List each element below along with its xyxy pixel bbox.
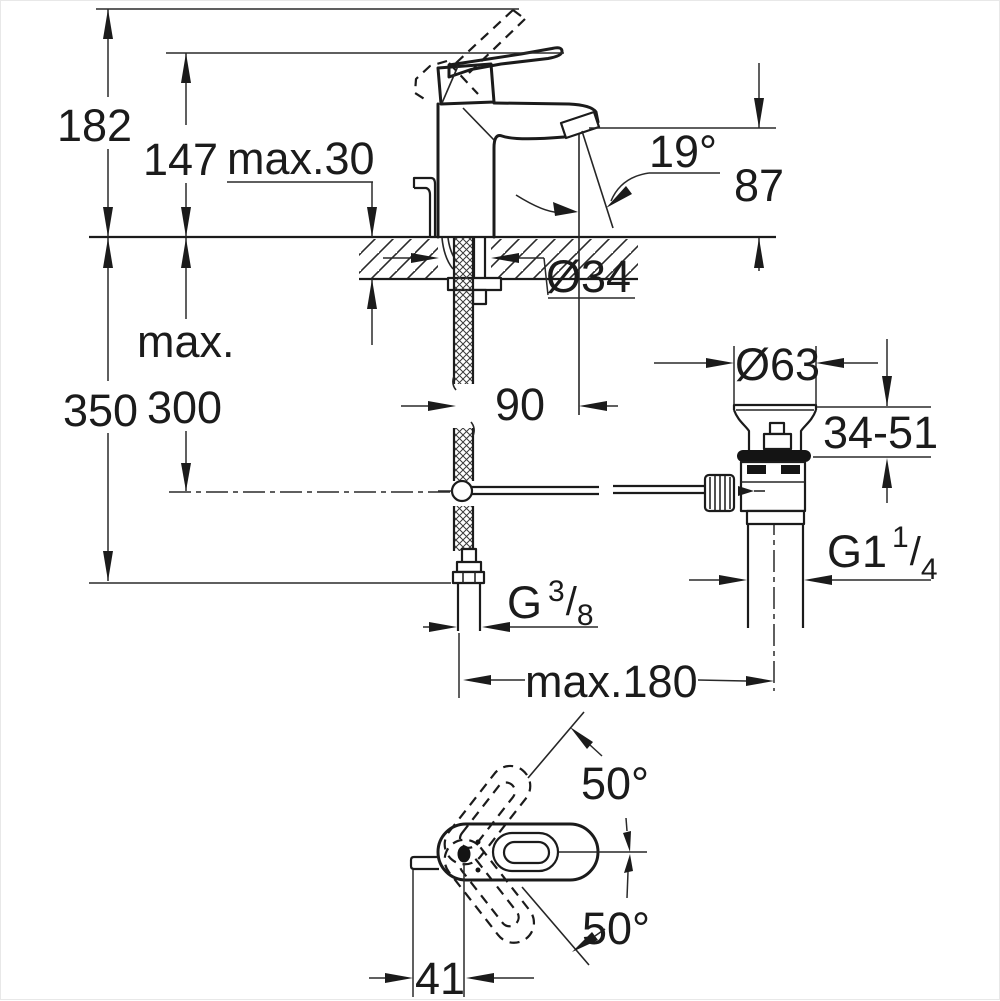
spout-underside (492, 134, 566, 239)
dim-max30: max.30 (227, 133, 377, 345)
dim-50top-label: 50° (581, 758, 649, 809)
dim-90: 90 (401, 379, 618, 430)
dim-50-top: 50° (527, 711, 649, 852)
dim-19deg: 19° (515, 126, 720, 415)
pop-up-rod (412, 176, 437, 237)
countertop-section (89, 235, 776, 281)
drain-collar (745, 509, 806, 526)
handle-grip-edge (441, 65, 459, 104)
dim-max-label: max. (137, 316, 235, 367)
dim-182: 182 (57, 9, 132, 237)
plug-stem-top (768, 421, 786, 436)
handle-loop-outer (491, 831, 560, 873)
rod-ball-joint (450, 479, 474, 503)
dim-max300: max. 300 (137, 238, 453, 493)
swivel-up-axis (527, 711, 585, 779)
dim-max180-label: max.180 (525, 656, 698, 707)
dim-d63-label: Ø63 (735, 339, 820, 390)
dim-50-bottom: 50° (521, 854, 650, 966)
swivel-down-axis (521, 886, 590, 966)
pop-up-drain (703, 403, 818, 691)
spout-top-edge (492, 101, 600, 124)
dim-350-label: 350 (63, 385, 138, 436)
g38-nut (451, 570, 486, 585)
faucet-top-view (409, 764, 647, 944)
dim-350: 350 (63, 238, 451, 584)
body-topview (436, 822, 600, 882)
dim-19deg-label: 19° (649, 126, 717, 177)
aerator (559, 110, 601, 140)
handle-swivel-up-dashed (443, 764, 532, 866)
handle-raised-dashed (413, 9, 526, 103)
handle-loop-inner (502, 840, 551, 865)
stream-angle-line (581, 130, 614, 229)
dim-87: 87 (589, 63, 784, 271)
dim-max30-label: max.30 (227, 133, 375, 184)
supply-hose (450, 238, 486, 631)
g38-nut-top (455, 560, 483, 574)
body-spout-edge (462, 107, 495, 141)
dim-d34: Ø34 (383, 251, 635, 302)
knob-knurling (709, 476, 731, 510)
spout-tip-topview (409, 855, 439, 871)
dash-dot-b (475, 867, 481, 873)
dim-max180: max.180 (458, 633, 774, 707)
dim-147: 147 (143, 53, 218, 237)
drain-seal (737, 450, 811, 462)
handle-lever (447, 46, 564, 79)
linkage-pointer (738, 486, 754, 496)
dim-90-label: 90 (495, 379, 545, 430)
dim-3451-label: 34-51 (823, 407, 938, 458)
dim-41: 41 (369, 863, 534, 1001)
faucet-front-view (412, 9, 705, 631)
mounting-stud (471, 288, 488, 306)
dim-87-label: 87 (734, 160, 784, 211)
dash-dot-a (475, 839, 481, 845)
dim-50bottom-label: 50° (582, 903, 650, 954)
drain-slot-right (781, 465, 800, 474)
dim-300-label: 300 (147, 382, 222, 433)
drain-flange-right (799, 409, 818, 450)
dim-182-label: 182 (57, 100, 132, 151)
drain-flange-top (732, 403, 818, 410)
plug-stem (762, 432, 793, 451)
pop-up-linkage (438, 484, 705, 496)
drain-flange-left (732, 409, 751, 450)
pivot-dot (457, 845, 471, 863)
dim-34-51: 34-51 (813, 339, 938, 503)
dim-41-label: 41 (415, 953, 465, 1001)
dim-d63: Ø63 (654, 339, 878, 405)
drain-slot-left (747, 465, 766, 474)
dim-d34-label: Ø34 (546, 251, 631, 302)
dim-147-label: 147 (143, 134, 218, 185)
